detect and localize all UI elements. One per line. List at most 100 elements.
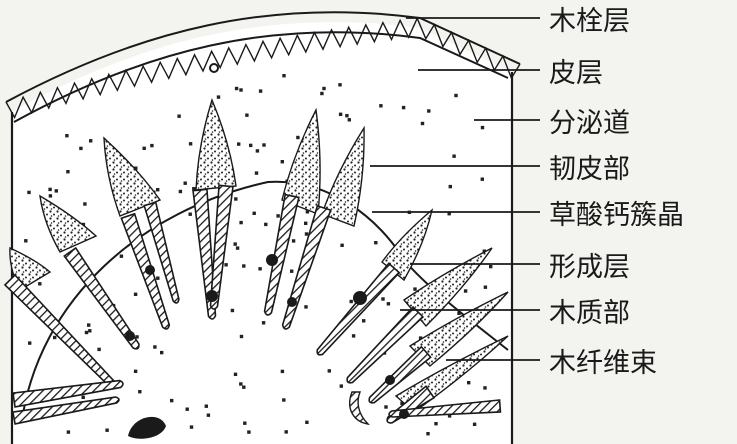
crystal-6 (125, 331, 135, 341)
cortex-dot (255, 149, 260, 153)
cortex-dot (434, 422, 438, 426)
phloem-spike (195, 97, 237, 191)
cortex-dot (156, 276, 160, 280)
cortex-dot (48, 187, 52, 192)
cortex-dot (322, 86, 326, 91)
cortex-dot (38, 282, 42, 286)
cortex-dot (381, 297, 385, 301)
cortex-dot (66, 170, 70, 174)
label-cork: 木栓层 (549, 6, 630, 37)
xylem-rays (3, 184, 502, 425)
cortex-dot (234, 197, 238, 201)
cortex-dot (247, 430, 251, 434)
cortex-dot (339, 384, 343, 388)
cortex-dot (234, 86, 239, 91)
cortex-dot (454, 93, 458, 98)
crystal-2 (353, 291, 367, 305)
cortex-dot (282, 398, 286, 402)
cortex-dot (347, 118, 351, 122)
cortex-dot (482, 249, 486, 253)
xylem-ray (388, 399, 502, 418)
cortex-dot (427, 109, 431, 113)
cortex-dot (258, 89, 263, 93)
cortex-dot (483, 285, 488, 289)
cortex-dot (338, 112, 343, 116)
cortex-dot (276, 214, 280, 218)
cortex-dot (178, 189, 183, 194)
cortex-dot (183, 181, 187, 185)
cortex-dot (54, 189, 58, 193)
leader-lines (370, 17, 540, 361)
cortex-dot (243, 421, 247, 425)
cortex-dot (242, 264, 246, 268)
cortex-dot (340, 243, 344, 247)
secretory-duct (209, 63, 219, 73)
cortex-dot (65, 134, 69, 138)
cortex-dot (379, 104, 383, 108)
cortex-dot (280, 160, 284, 164)
cortex-dot (48, 194, 53, 198)
cortex-dot (290, 269, 294, 273)
cortex-dot (338, 83, 342, 87)
cortex-dot (413, 287, 417, 291)
cortex-dot (264, 222, 268, 227)
xylem-ray (12, 379, 124, 408)
curved-fiber-bundle (349, 391, 371, 426)
xylem-ray (316, 262, 401, 356)
cortex-dot (242, 385, 246, 389)
cortex-dot (305, 420, 309, 424)
cortex-dot (206, 413, 211, 417)
cortex-dot (81, 395, 85, 399)
cortex-dot (150, 143, 154, 148)
crystal-8 (399, 409, 409, 419)
cortex-dot (457, 311, 461, 315)
cortex-dot (349, 299, 353, 304)
cortex-dot (79, 146, 83, 151)
xylem-ray (209, 184, 234, 310)
cortex-dot (133, 292, 138, 296)
cortex-dot (233, 372, 238, 376)
cortex-dot (467, 381, 471, 385)
cortex-dot (170, 398, 174, 403)
cortex-dot (233, 242, 237, 246)
cortex-dot (320, 91, 324, 96)
crystal-4 (145, 265, 155, 275)
cortex-dot (156, 188, 160, 192)
cortex-dot (480, 125, 485, 130)
cortex-dot (235, 246, 240, 250)
cortex-dot (134, 166, 138, 170)
cortex-dot (204, 404, 208, 408)
cortex-dot (89, 139, 93, 143)
cortex-dot (386, 302, 391, 306)
cortex-dot (28, 341, 32, 345)
cortex-dot (426, 432, 430, 436)
bottom-fiber-blob (128, 416, 166, 439)
xylem-ray (192, 188, 217, 320)
cortex-dot (216, 95, 221, 99)
cortex-dot (160, 350, 164, 355)
cortex-dot (88, 329, 92, 333)
cortex-dot (27, 190, 31, 195)
cortex-dot (304, 232, 309, 236)
cortex-dot (401, 105, 406, 110)
cortex-dot (304, 305, 308, 309)
cortex-dot (142, 146, 146, 150)
cortex-dot (189, 425, 194, 429)
cortex-dot (84, 330, 89, 335)
cortex-dot (448, 184, 452, 189)
label-wood-fiber: 木纤维束 (549, 348, 657, 379)
cortex-dot (463, 289, 468, 293)
cortex-dot (224, 263, 228, 267)
cortex-dot (177, 114, 181, 118)
cortex-dot (418, 336, 423, 340)
cortex-dot (489, 264, 493, 269)
cortex-dot (188, 142, 193, 146)
xylem-ray (263, 193, 300, 316)
cortex-dot (192, 187, 196, 191)
crystal-1 (266, 254, 278, 266)
xylem-ray (12, 396, 120, 425)
cortex-dot (153, 345, 157, 349)
crystal-7 (385, 375, 395, 385)
label-cambium: 形成层 (549, 252, 630, 283)
